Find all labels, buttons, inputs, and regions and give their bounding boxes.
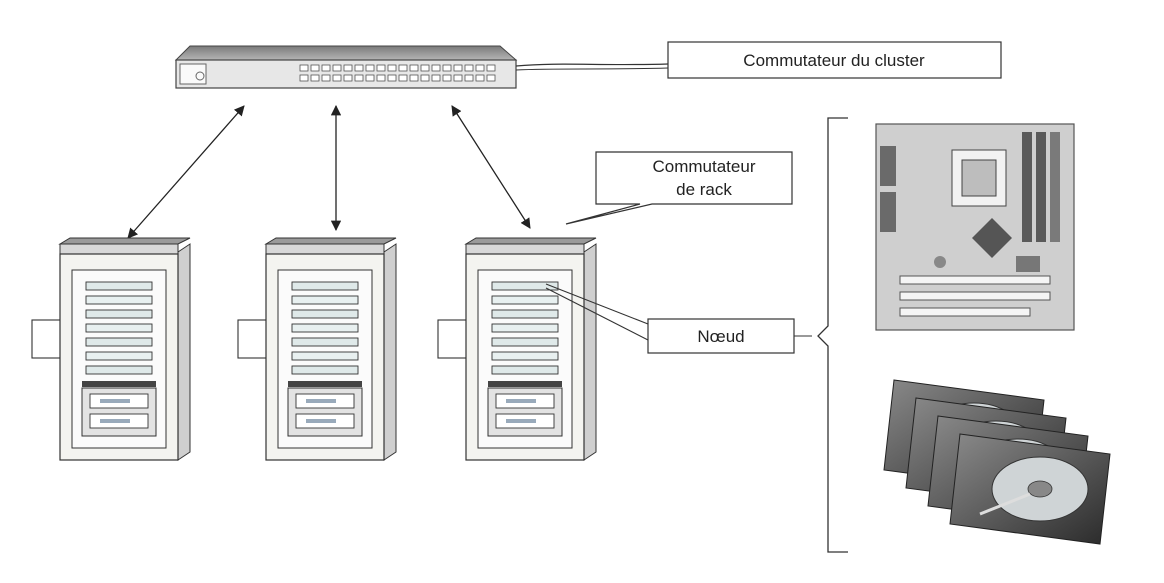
- connections: [127, 104, 531, 239]
- brace: [817, 117, 848, 553]
- node-label-box: [647, 318, 795, 354]
- motherboard-icon: [875, 123, 1075, 331]
- server-rack-icon: [237, 237, 397, 461]
- server-racks: [31, 237, 597, 461]
- rack-switch-label-line1: Commutateur: [653, 157, 756, 176]
- server-rack-icon: [437, 237, 597, 461]
- cluster-switch-label-box: [667, 41, 1002, 79]
- cluster-switch: Commutateur du cluster: [174, 41, 1002, 89]
- cluster-switch-label: Commutateur du cluster: [743, 51, 925, 70]
- network-switch-icon: [174, 45, 518, 89]
- rack-switch-callout: Commutateur de rack: [565, 151, 793, 225]
- hard-disk-icon: [883, 379, 1111, 545]
- server-rack-icon: [31, 237, 191, 461]
- hard-disk: [949, 433, 1111, 545]
- node-label: Nœud: [697, 327, 744, 346]
- node-callout: Nœud: [545, 283, 812, 354]
- rack-switch-label-line2: de rack: [676, 180, 732, 199]
